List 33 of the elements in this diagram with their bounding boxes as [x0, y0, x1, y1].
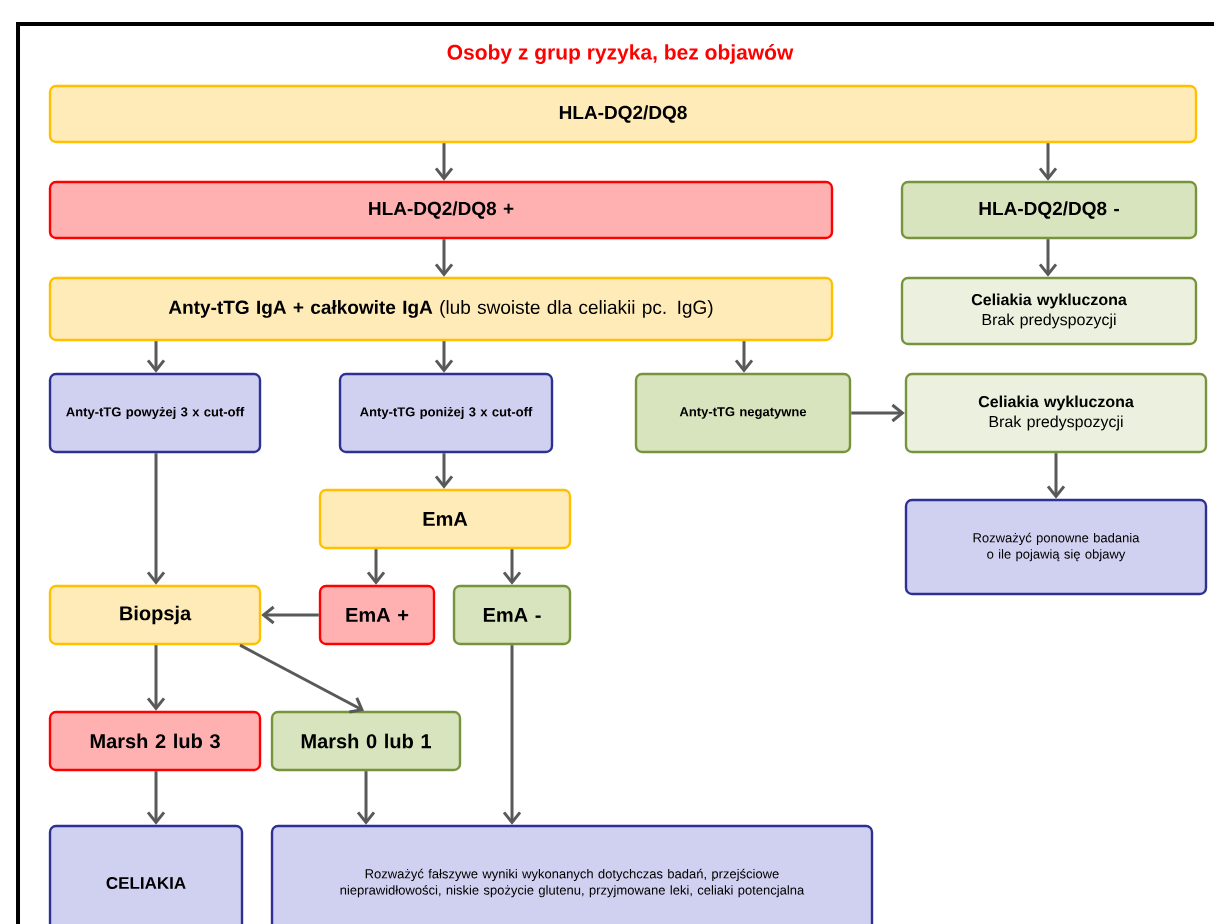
- arrow: [434, 143, 454, 181]
- diagnosis-box: CELIAKIA: [48, 824, 244, 924]
- arrow: [146, 771, 166, 825]
- arrow: [502, 645, 522, 825]
- arrow: [1038, 239, 1058, 277]
- arrow: [434, 453, 454, 489]
- result-box: HLA-DQ2/DQ8 -: [900, 180, 1198, 240]
- test-box: EmA: [318, 488, 572, 550]
- arrow: [146, 341, 166, 373]
- test-box: Anty-tTG IgA + całkowite IgA (lub swoiste dla celiakii pc. IgG): [48, 276, 834, 342]
- arrow: [146, 453, 166, 585]
- result-box: HLA-DQ2/DQ8: [48, 84, 1198, 144]
- result-box: EmA +: [318, 584, 436, 646]
- arrow: [434, 341, 454, 373]
- arrow: [434, 239, 454, 277]
- arrow: [239, 643, 364, 714]
- result-box: HLA-DQ2/DQ8 +: [48, 180, 834, 240]
- arrow: [734, 341, 754, 373]
- arrow: [356, 771, 376, 825]
- result-box: Celiakia wykluczona Brak predyspozycji: [904, 372, 1208, 454]
- arrow: [1038, 143, 1058, 181]
- arrow: [146, 645, 166, 711]
- result-box: Marsh 2 lub 3: [48, 710, 262, 772]
- arrow: [851, 403, 905, 423]
- arrow: [261, 605, 319, 625]
- arrow: [502, 549, 522, 585]
- test-box: Biopsja: [48, 584, 262, 646]
- arrow: [366, 549, 386, 585]
- result-box: EmA -: [452, 584, 572, 646]
- result-box: Marsh 0 lub 1: [270, 710, 462, 772]
- result-box: Celiakia wykluczona Brak predyspozycji: [900, 276, 1198, 346]
- title: Osoby z grup ryzyka, bez objawów: [447, 44, 794, 64]
- arrow: [1046, 453, 1066, 499]
